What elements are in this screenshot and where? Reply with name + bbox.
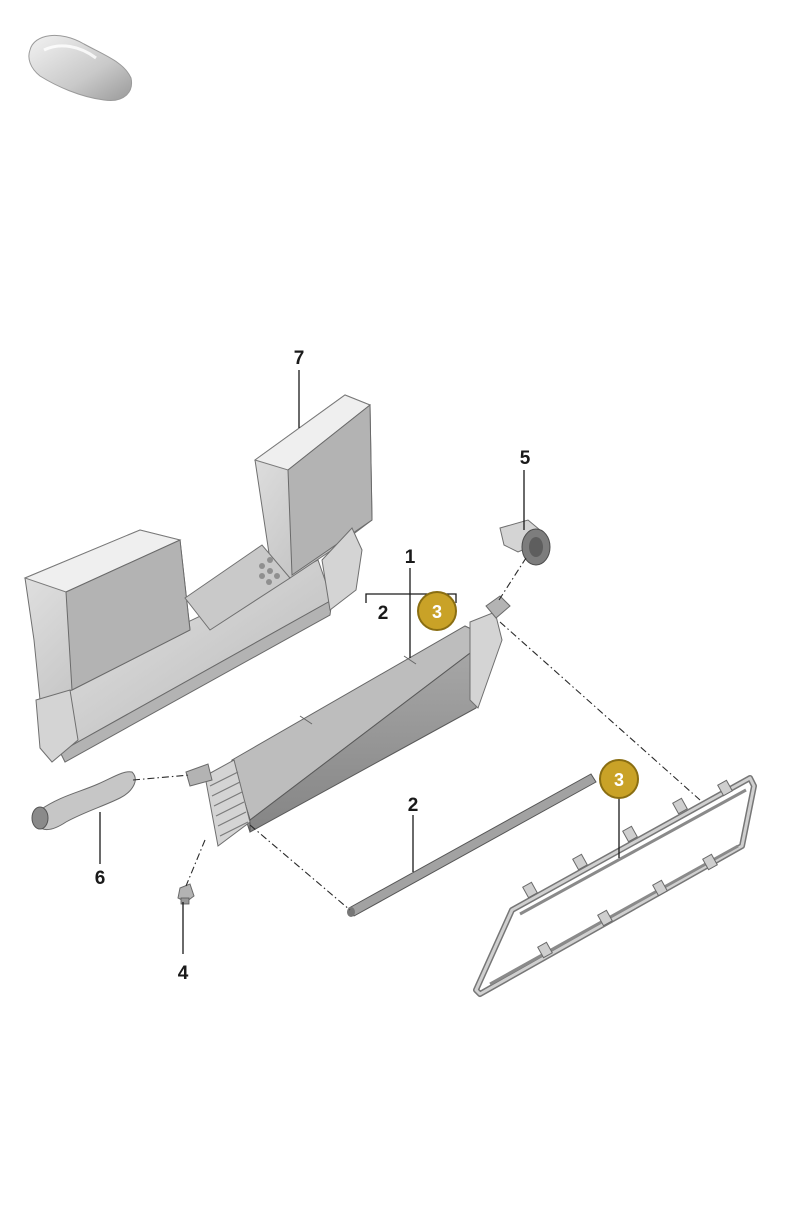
badge-3-upper: 3 xyxy=(417,591,457,631)
badge-3-lower-label: 3 xyxy=(614,770,624,790)
callout-7: 7 xyxy=(294,348,305,369)
badge-3-upper-label: 3 xyxy=(432,602,442,622)
radiator-core-part xyxy=(185,595,511,847)
callout-4: 4 xyxy=(178,963,189,984)
callout-5: 5 xyxy=(520,448,531,469)
leader-lines xyxy=(99,370,620,954)
drain-screw-part xyxy=(177,883,195,905)
coolant-hose-part xyxy=(31,771,136,830)
callout-1: 1 xyxy=(405,547,416,568)
assembly-lines xyxy=(132,557,701,911)
air-duct-shroud-part xyxy=(23,394,373,763)
callout-2-upper: 2 xyxy=(378,603,389,624)
badge-3-lower: 3 xyxy=(599,759,639,799)
car-silhouette-icon xyxy=(28,34,133,101)
mounting-frame-part xyxy=(473,775,757,997)
callout-2-lower: 2 xyxy=(408,795,419,816)
elbow-connector-part xyxy=(499,519,551,566)
seal-strip-part xyxy=(347,773,597,917)
callout-6: 6 xyxy=(95,868,106,889)
